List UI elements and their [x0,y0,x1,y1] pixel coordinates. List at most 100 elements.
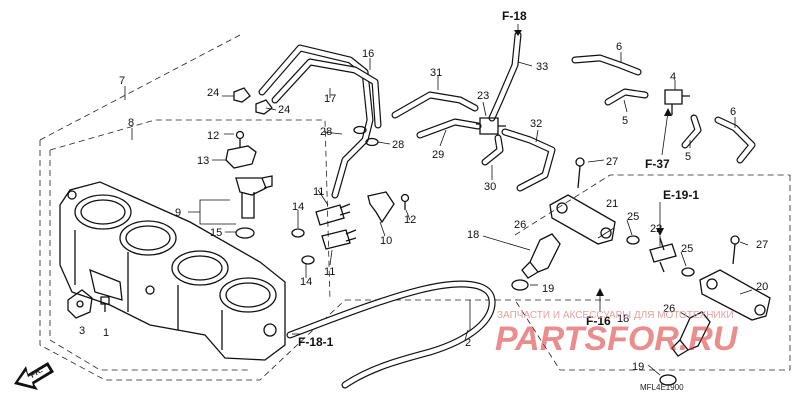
arrow-e191 [656,202,664,236]
clip-part-28a [353,125,367,135]
callout-13: 13 [197,155,209,167]
valve-part-4 [664,89,690,115]
hose-part-6b [714,116,756,164]
fuel-rail-part-21 [549,194,616,245]
fuel-rail-part-20 [699,269,771,321]
callout-25a: 25 [627,211,639,223]
diagram-code: MFL4E1900 [640,383,684,392]
callout-19a: 19 [542,283,554,295]
callout-19b: 19 [632,361,644,373]
callout-18b: 18 [617,313,629,325]
watermark-logo: PARTSFOR.RU [495,320,739,358]
seal-part-25b [681,267,695,277]
front-direction-arrow: FR. [14,362,54,390]
assembly-boundary-inner [49,119,331,371]
bolt-part-12 [235,130,245,148]
clip-part-24a [233,87,251,103]
callout-14a: 14 [292,201,304,213]
hose-part-30 [481,134,504,166]
callout-22: 22 [650,223,662,235]
hose-part-31 [391,91,479,119]
callout-27a: 27 [606,156,618,168]
callout-14b: 14 [300,276,312,288]
callout-12a: 12 [207,130,219,142]
callout-30: 30 [484,181,496,193]
callout-4: 4 [670,71,676,83]
callout-9: 9 [175,207,181,219]
hose-part-29 [416,118,482,139]
callout-26b: 26 [663,303,675,315]
callout-6a: 6 [616,41,622,53]
ref-f37: F-37 [645,157,670,171]
washer-part-14b [301,255,315,265]
callout-27b: 27 [756,239,768,251]
leader-lines [124,52,753,376]
ref-f18: F-18 [502,9,527,23]
joint-part-22 [649,237,677,273]
bolt-part-12b [400,193,410,210]
callout-5a: 5 [622,115,628,127]
hose-part-2 [286,280,496,389]
bolt-part-27a [575,157,585,189]
hose-part-16 [271,58,382,129]
callout-10: 10 [380,235,392,247]
callout-25b: 25 [681,243,693,255]
callout-11b: 11 [324,266,335,278]
joint-part-23 [476,117,506,135]
callout-3: 3 [79,325,85,337]
callout-32: 32 [530,118,542,130]
bracket-part-10 [367,191,395,224]
callout-24a: 24 [207,87,219,99]
hose-part-33 [488,31,522,122]
callout-24b: 24 [278,104,290,116]
callout-28a: 28 [320,126,332,138]
callout-8: 8 [128,117,134,129]
valve-part-11b [321,229,357,250]
seal-part-19b [659,374,677,386]
bracket-part-13 [225,145,257,169]
hose-part-5a [604,88,649,106]
callout-7: 7 [119,75,125,87]
hose-part-17 [258,44,374,199]
callout-26a: 26 [514,219,526,231]
seal-part-19a [511,279,529,291]
clip-part-24b [255,99,273,115]
sensor-part-3 [67,289,93,319]
callout-6b: 6 [730,106,736,118]
hose-part-5b [681,114,702,149]
assembly-boundary-injectors [514,174,791,371]
arrow-f16 [596,288,604,312]
callout-12b: 12 [404,214,416,226]
callout-31: 31 [430,67,442,79]
callout-15: 15 [210,227,222,239]
callout-33: 33 [536,61,548,73]
injector-part-18a [521,233,561,279]
ref-e191: E-19-1 [663,188,699,202]
callout-5b: 5 [685,151,691,163]
ref-f16: F-16 [586,314,611,328]
injector-part-18b [671,311,711,357]
callout-20: 20 [756,281,768,293]
callout-21: 21 [606,198,618,210]
throttle-body-assembly [59,181,286,361]
callout-23: 23 [477,90,489,102]
ref-f181: F-18-1 [298,335,334,349]
screw-part-3 [100,296,110,312]
valve-part-11a [315,203,351,226]
watermark-tagline: ЗАПЧАСТИ И АКСЕССУАРЫ ДЛЯ МОТОТЕХНИКИ [497,310,734,321]
bolt-part-27b [730,235,740,265]
arrow-f18 [514,24,522,36]
callout-16: 16 [362,48,374,60]
callout-17: 17 [324,93,336,105]
callout-29: 29 [432,149,444,161]
hose-part-6a [571,54,642,76]
washer-part-14a [291,228,305,238]
arrow-f37 [661,108,672,156]
seal-part-25a [626,235,640,245]
o-ring-part-15 [235,227,255,239]
callout-11a: 11 [313,186,324,198]
callout-1: 1 [103,327,109,339]
callout-2: 2 [465,337,471,349]
callout-28b: 28 [392,139,404,151]
